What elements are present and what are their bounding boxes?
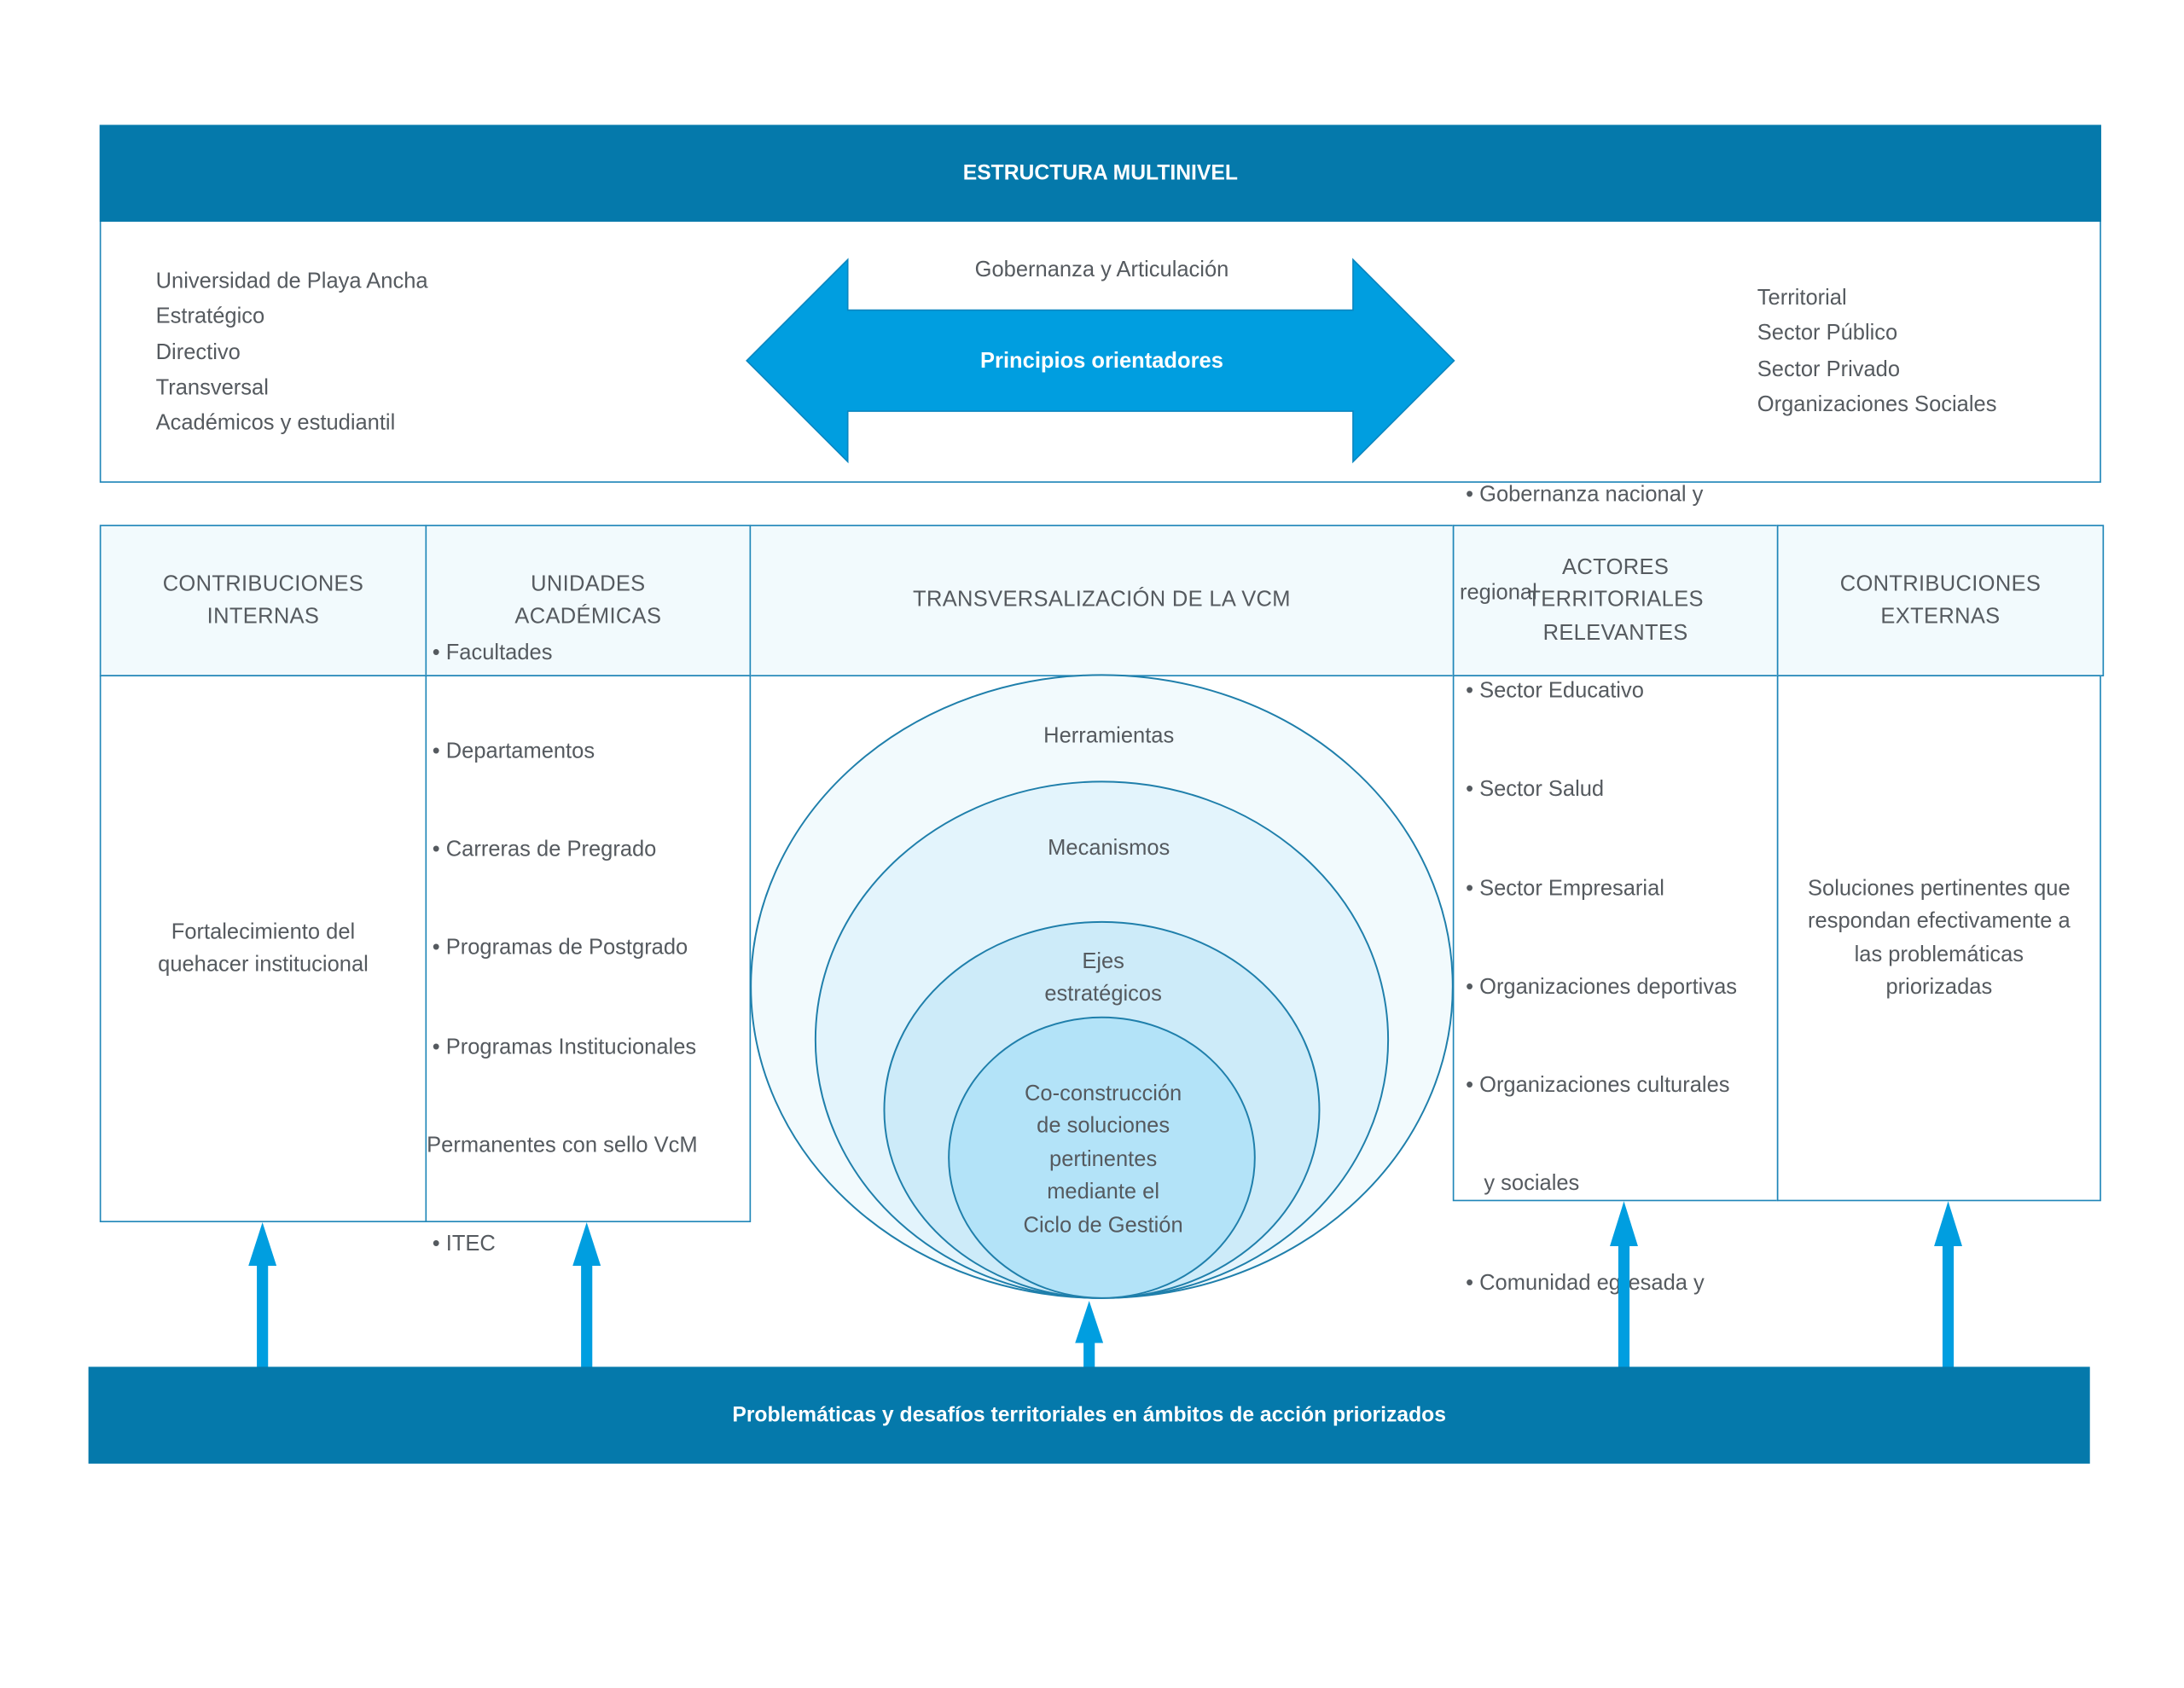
level-item: Transversal — [155, 375, 269, 400]
panel-title-bar: ESTRUCTURA MULTINIVEL — [99, 125, 2101, 222]
list-item: • Gobernanza nacional y — [1460, 482, 1704, 507]
list-item: • Sector Salud — [1460, 778, 1605, 803]
ring-coconstruccion — [948, 1016, 1256, 1299]
list-item: • Comunidad egresada y — [1460, 1270, 1705, 1295]
level-item: Estratégico — [155, 305, 265, 329]
list-item: • ITEC — [432, 1232, 496, 1256]
list-item-continuation: regional — [1460, 581, 1537, 606]
unidades-list: • Facultades • Departamentos • Carreras … — [427, 571, 697, 1326]
up-arrow-icon — [1934, 1201, 1962, 1370]
header-transversalizacion: TRANSVERSALIZACIÓN DE LA VCM — [749, 525, 1455, 676]
list-item-continuation: Permanentes con sello VcM — [427, 1133, 698, 1157]
panel-title: ESTRUCTURA MULTINIVEL — [962, 161, 1238, 186]
externas-body: Soluciones pertinentes que respondan efe… — [1776, 675, 2101, 1202]
list-item: • Departamentos — [432, 739, 595, 763]
level-item: Académicos y estudiantil — [155, 411, 396, 436]
up-arrows — [248, 1201, 1962, 1370]
level-item: Directivo — [155, 340, 241, 365]
internal-levels-list: Universidad de Playa Ancha Estratégico D… — [156, 264, 428, 441]
level-item: Universidad de Playa Ancha — [155, 269, 428, 293]
level-item: Territorial — [1757, 286, 1847, 310]
up-arrow-icon — [572, 1221, 601, 1370]
unidades-body: • Facultades • Departamentos • Carreras … — [425, 641, 752, 1256]
up-arrow-icon — [1610, 1201, 1638, 1370]
arrow-label: Principios orientadores — [980, 349, 1223, 374]
territorial-problems-label: Problemáticas y desafíos territoriales e… — [732, 1403, 1446, 1428]
level-item: Sector Público — [1757, 322, 1898, 346]
level-item: Sector Privado — [1757, 357, 1901, 381]
nested-circles — [750, 674, 1454, 1299]
ring-label-coconstruccion: Co-construcción de soluciones pertinente… — [1023, 1082, 1183, 1238]
level-item: Organizaciones Sociales — [1757, 392, 1997, 417]
ring-label-mecanismos: Mecanismos — [1048, 836, 1170, 861]
double-arrow-icon — [746, 258, 1455, 464]
ring-label-herramientas: Herramientas — [1043, 723, 1175, 748]
list-item: • Organizaciones deportivas — [1460, 975, 1738, 1000]
list-item: • Facultades — [432, 641, 553, 665]
list-item: • Sector Empresarial — [1460, 876, 1664, 901]
ring-label-ejes: Ejes estratégicos — [1044, 949, 1162, 1007]
list-item: • Sector Educativo — [1460, 679, 1644, 704]
arrow-top-label: Gobernanza y Articulación — [974, 258, 1229, 282]
external-levels-list: Territorial Sector Público Sector Privad… — [1757, 281, 1997, 422]
list-item-continuation: y sociales — [1460, 1172, 1580, 1197]
actores-body: • Gobernanza nacional y regional • Secto… — [1452, 483, 1779, 1393]
territorial-problems-bar: Problemáticas y desafíos territoriales e… — [88, 1366, 2090, 1464]
list-item: • Organizaciones culturales — [1460, 1073, 1730, 1098]
double-arrow-shape — [746, 258, 1455, 464]
list-item: • Programas Institucionales — [432, 1035, 697, 1059]
list-item: • Carreras de Pregrado — [432, 838, 657, 862]
up-arrow-icon — [1075, 1301, 1104, 1370]
up-arrow-icon — [248, 1221, 277, 1370]
list-item: • Programas de Postgrado — [432, 936, 688, 960]
